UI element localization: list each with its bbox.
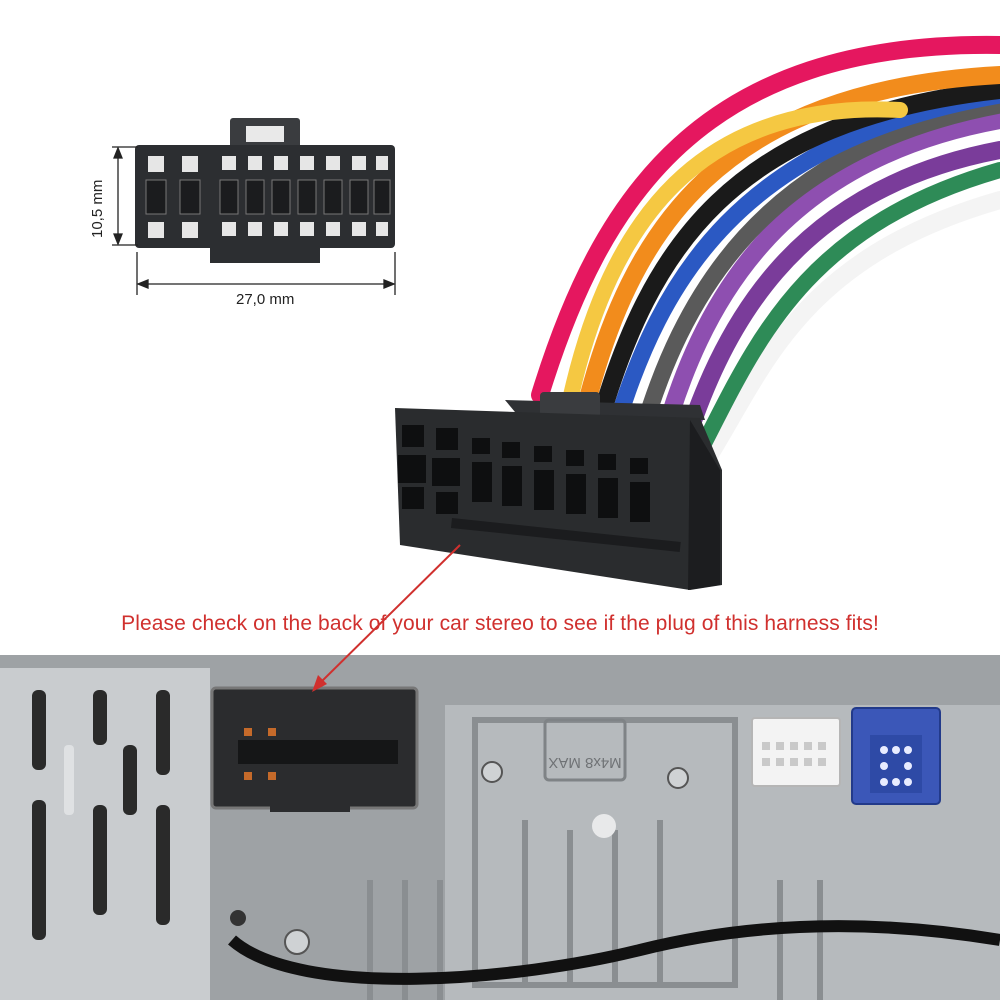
wire-pink: [531, 35, 1000, 404]
white-socket: [751, 717, 841, 787]
embossed-marking: M4x8 MAX: [548, 754, 621, 771]
wire-white: [691, 191, 1000, 479]
width-dimension-label: 27,0 mm: [236, 291, 294, 308]
wire-yellow: [562, 101, 908, 408]
wire-green: [682, 162, 1000, 478]
stereo-socket: [210, 686, 419, 812]
wire-purple-2: [651, 111, 1000, 459]
connector-face: [135, 118, 395, 263]
wire-blue: [606, 86, 1000, 439]
antenna-cable: [228, 920, 1000, 985]
height-dimension-label: 10,5 mm: [89, 180, 106, 238]
wire-grey: [631, 96, 1000, 449]
wire-orange: [576, 66, 1000, 419]
vent-slots: [32, 690, 170, 940]
fit-check-notice: Please check on the back of your car ste…: [121, 612, 879, 635]
dimension-lines: [112, 146, 396, 295]
blue-socket: [851, 707, 941, 805]
